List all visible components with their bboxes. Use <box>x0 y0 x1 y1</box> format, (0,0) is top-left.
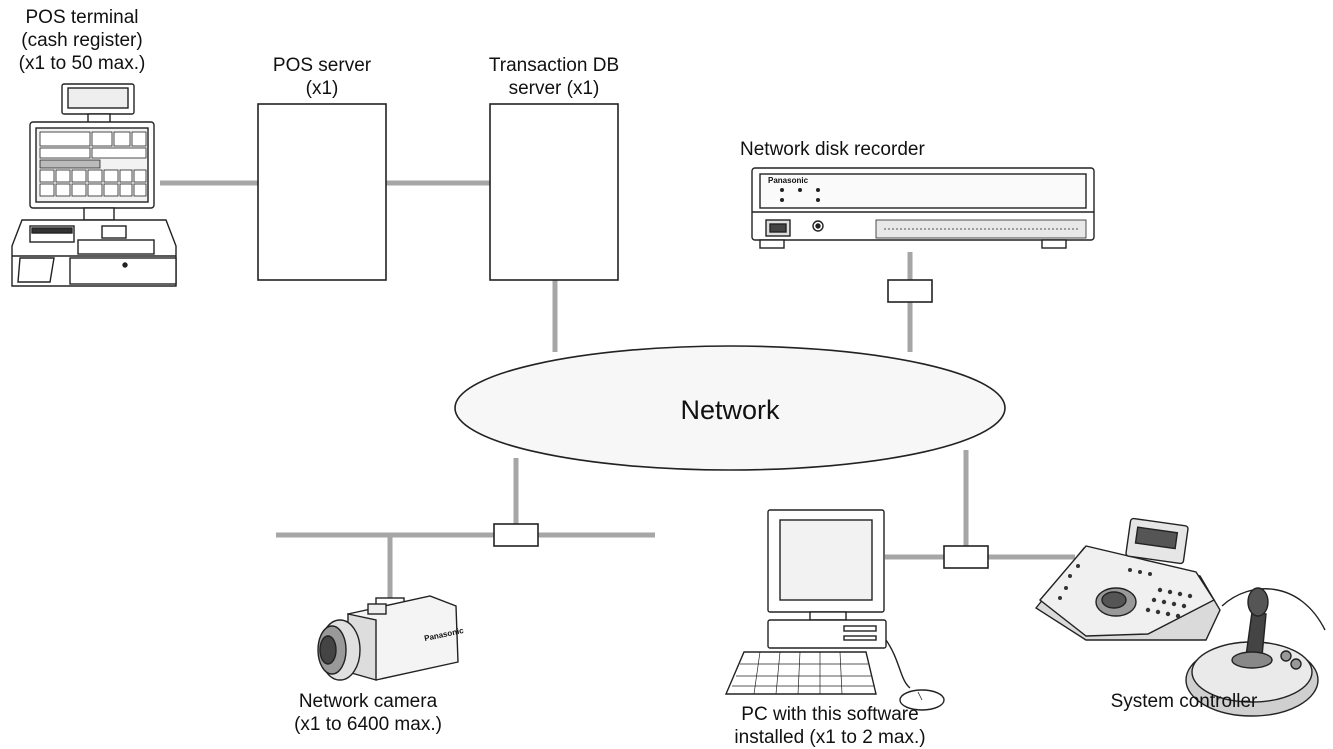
pc-label-line2: installed (x1 to 2 max.) <box>734 727 926 748</box>
disk-recorder-icon <box>751 167 1095 249</box>
pos-server-label-line1: POS server <box>272 55 372 76</box>
pos-terminal-label-line1: POS terminal <box>25 7 139 28</box>
pos-terminal-label-line3: (x1 to 50 max.) <box>18 53 146 74</box>
transaction-db-label-line2: server (x1) <box>508 78 600 99</box>
recorder-brand-text: Panasonic <box>768 176 809 185</box>
hub-pc <box>943 545 989 569</box>
recorder-brand: Panasonic <box>768 176 808 186</box>
pc-label-line1: PC with this software <box>741 704 919 725</box>
recorder-label-text: Network disk recorder <box>740 139 925 160</box>
pc-label: PC with this software installed (x1 to 2… <box>700 703 960 749</box>
transaction-db-label: Transaction DB server (x1) <box>464 54 644 100</box>
hub-recorder <box>887 279 933 303</box>
pos-terminal-icon <box>11 83 177 287</box>
camera-label-line1: Network camera <box>298 691 438 712</box>
network-label-text: Network <box>680 395 780 425</box>
network-label: Network <box>630 395 830 425</box>
network-ellipse <box>454 345 1006 471</box>
transaction-db-server-box <box>489 103 619 281</box>
pos-server-label-line2: (x1) <box>305 78 339 99</box>
pos-server-label: POS server (x1) <box>232 54 412 100</box>
system-controller-icon <box>1034 517 1326 717</box>
pos-terminal-label: POS terminal (cash register) (x1 to 50 m… <box>0 6 164 75</box>
controller-label: System controller <box>1094 690 1274 713</box>
pos-terminal-label-line2: (cash register) <box>21 30 143 51</box>
controller-label-text: System controller <box>1110 691 1258 712</box>
recorder-label: Network disk recorder <box>740 138 970 161</box>
network-camera-icon <box>317 595 459 681</box>
hub-camera <box>493 523 539 547</box>
camera-label: Network camera (x1 to 6400 max.) <box>268 690 468 736</box>
camera-label-line2: (x1 to 6400 max.) <box>294 714 442 735</box>
pc-icon <box>724 509 945 711</box>
transaction-db-label-line1: Transaction DB <box>488 55 620 76</box>
connection-lines <box>160 180 1075 598</box>
pos-server-box <box>257 103 387 281</box>
